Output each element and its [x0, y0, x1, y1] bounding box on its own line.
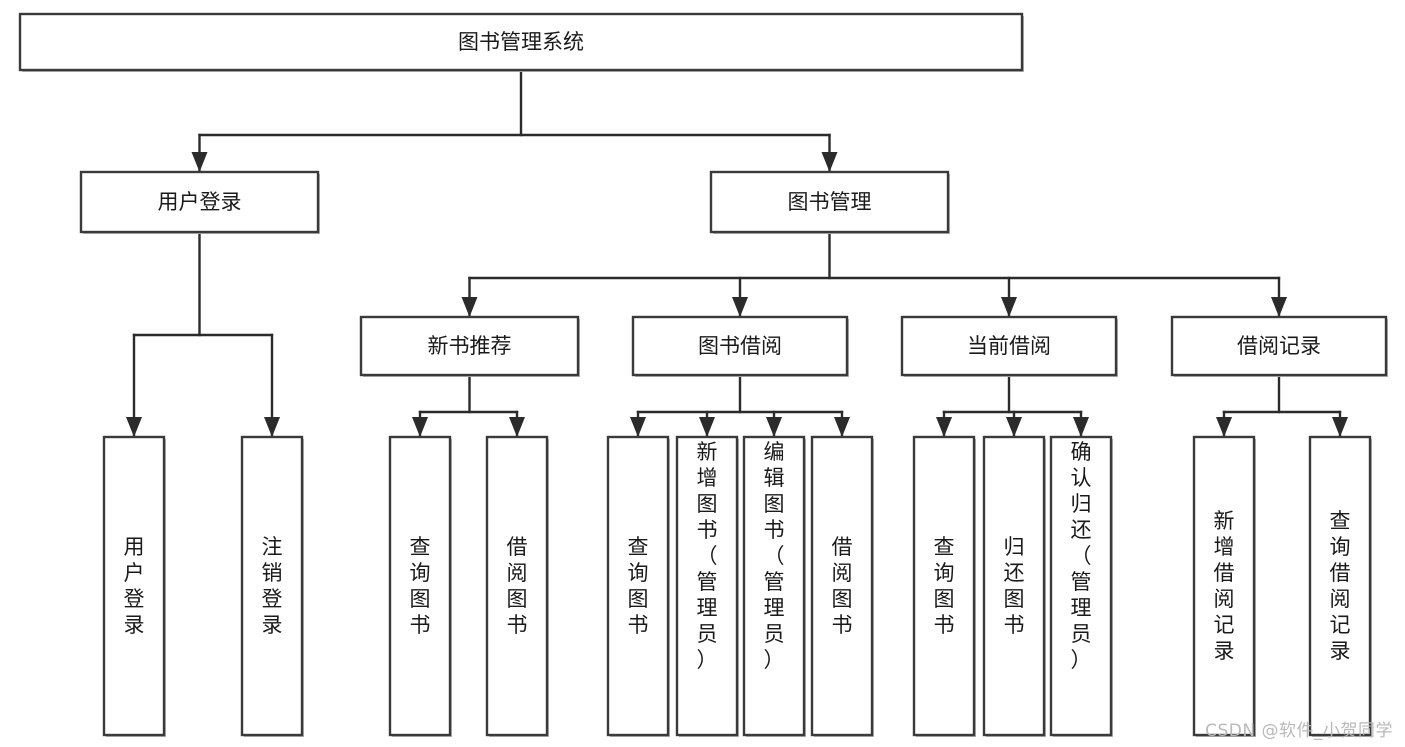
arrow-head-icon: [1073, 417, 1089, 437]
node-label: 图书借阅: [698, 334, 782, 358]
arrow-head-icon: [1271, 297, 1287, 317]
node-box[interactable]: [742, 435, 806, 737]
node-leaf-query-borrow-record[interactable]: 查询借阅记录: [1308, 435, 1372, 737]
node-box[interactable]: [79, 170, 320, 234]
arrow-head-icon: [126, 417, 142, 437]
connector-group-borrow-records: [1216, 373, 1348, 439]
node-box[interactable]: [18, 12, 1024, 72]
node-leaf-borrow-book[interactable]: 借阅图书: [810, 435, 874, 737]
node-label: 图书管理: [788, 190, 872, 214]
arrow-head-icon: [732, 297, 748, 317]
node-label: 当前借阅: [967, 334, 1051, 358]
arrow-head-icon: [821, 152, 838, 172]
node-label: 查询图书: [628, 535, 649, 637]
node-label: 查询借阅记录: [1330, 509, 1351, 663]
arrow-head-icon: [264, 417, 280, 437]
node-book-management[interactable]: 图书管理: [709, 170, 950, 234]
node-leaf-return-book[interactable]: 归还图书: [982, 435, 1046, 737]
connector-group-new-book-recommend: [412, 373, 525, 439]
node-label: 新增图书（管理员）: [697, 440, 718, 672]
node-leaf-borrow-books-rec[interactable]: 借阅图书: [485, 435, 549, 737]
arrow-head-icon: [630, 417, 646, 437]
node-label: 借阅图书: [832, 535, 853, 637]
node-box[interactable]: [102, 435, 166, 737]
connector-group-book-borrow: [630, 373, 850, 439]
node-box[interactable]: [485, 435, 549, 737]
connector-group-book-management: [461, 230, 1287, 319]
node-box[interactable]: [709, 170, 950, 234]
node-label: 借阅图书: [507, 535, 528, 637]
node-box[interactable]: [912, 435, 976, 737]
node-label: 新增借阅记录: [1214, 509, 1235, 663]
arrow-head-icon: [699, 417, 715, 437]
node-leaf-add-book-admin[interactable]: 新增图书（管理员）: [675, 435, 739, 737]
node-box[interactable]: [606, 435, 670, 737]
node-box[interactable]: [1308, 435, 1372, 737]
node-leaf-add-borrow-record[interactable]: 新增借阅记录: [1192, 435, 1256, 737]
node-book-borrow[interactable]: 图书借阅: [631, 315, 849, 377]
node-box[interactable]: [1049, 435, 1113, 737]
node-leaf-query-books-rec[interactable]: 查询图书: [388, 435, 452, 737]
connector-group-current-borrow: [936, 373, 1089, 439]
node-current-borrow[interactable]: 当前借阅: [900, 315, 1118, 377]
node-box[interactable]: [240, 435, 304, 737]
node-label: 借阅记录: [1237, 334, 1321, 358]
node-user-login[interactable]: 用户登录: [79, 170, 320, 234]
arrow-head-icon: [509, 417, 525, 437]
node-label: 用户登录: [158, 190, 242, 214]
node-leaf-confirm-return-admin[interactable]: 确认归还（管理员）: [1049, 435, 1113, 737]
node-layer: 图书管理系统用户登录图书管理新书推荐图书借阅当前借阅借阅记录用户登录注销登录查询…: [18, 12, 1388, 737]
node-label: 图书管理系统: [458, 30, 584, 54]
node-box[interactable]: [1192, 435, 1256, 737]
node-box[interactable]: [631, 315, 849, 377]
node-leaf-logout[interactable]: 注销登录: [240, 435, 304, 737]
node-leaf-query-books-borrow[interactable]: 查询图书: [606, 435, 670, 737]
node-label: 用户登录: [124, 535, 145, 637]
arrow-head-icon: [766, 417, 782, 437]
node-box[interactable]: [359, 315, 580, 377]
node-label: 查询图书: [934, 535, 955, 637]
node-borrow-records[interactable]: 借阅记录: [1170, 315, 1388, 377]
node-leaf-edit-book-admin[interactable]: 编辑图书（管理员）: [742, 435, 806, 737]
node-label: 确认归还（管理员）: [1071, 440, 1092, 672]
arrow-head-icon: [191, 152, 208, 172]
node-leaf-query-books-current[interactable]: 查询图书: [912, 435, 976, 737]
node-root[interactable]: 图书管理系统: [18, 12, 1024, 72]
node-box[interactable]: [388, 435, 452, 737]
node-box[interactable]: [810, 435, 874, 737]
node-label: 编辑图书（管理员）: [764, 440, 785, 672]
arrow-head-icon: [412, 417, 428, 437]
arrow-head-icon: [461, 297, 478, 317]
node-label: 新书推荐: [428, 334, 512, 358]
connector-group-user-login: [126, 230, 280, 439]
arrow-head-icon: [834, 417, 850, 437]
connector-group-root: [191, 68, 838, 174]
node-label: 查询图书: [410, 535, 431, 637]
connector-layer: [126, 68, 1348, 439]
node-box[interactable]: [1170, 315, 1388, 377]
node-box[interactable]: [982, 435, 1046, 737]
arrow-head-icon: [1006, 417, 1022, 437]
node-label: 归还图书: [1004, 535, 1025, 637]
arrow-head-icon: [1216, 417, 1232, 437]
node-new-book-recommend[interactable]: 新书推荐: [359, 315, 580, 377]
arrow-head-icon: [936, 417, 952, 437]
arrow-head-icon: [1332, 417, 1348, 437]
node-box[interactable]: [675, 435, 739, 737]
arrow-head-icon: [1001, 297, 1017, 317]
node-leaf-user-login[interactable]: 用户登录: [102, 435, 166, 737]
node-box[interactable]: [900, 315, 1118, 377]
node-label: 注销登录: [262, 535, 283, 637]
